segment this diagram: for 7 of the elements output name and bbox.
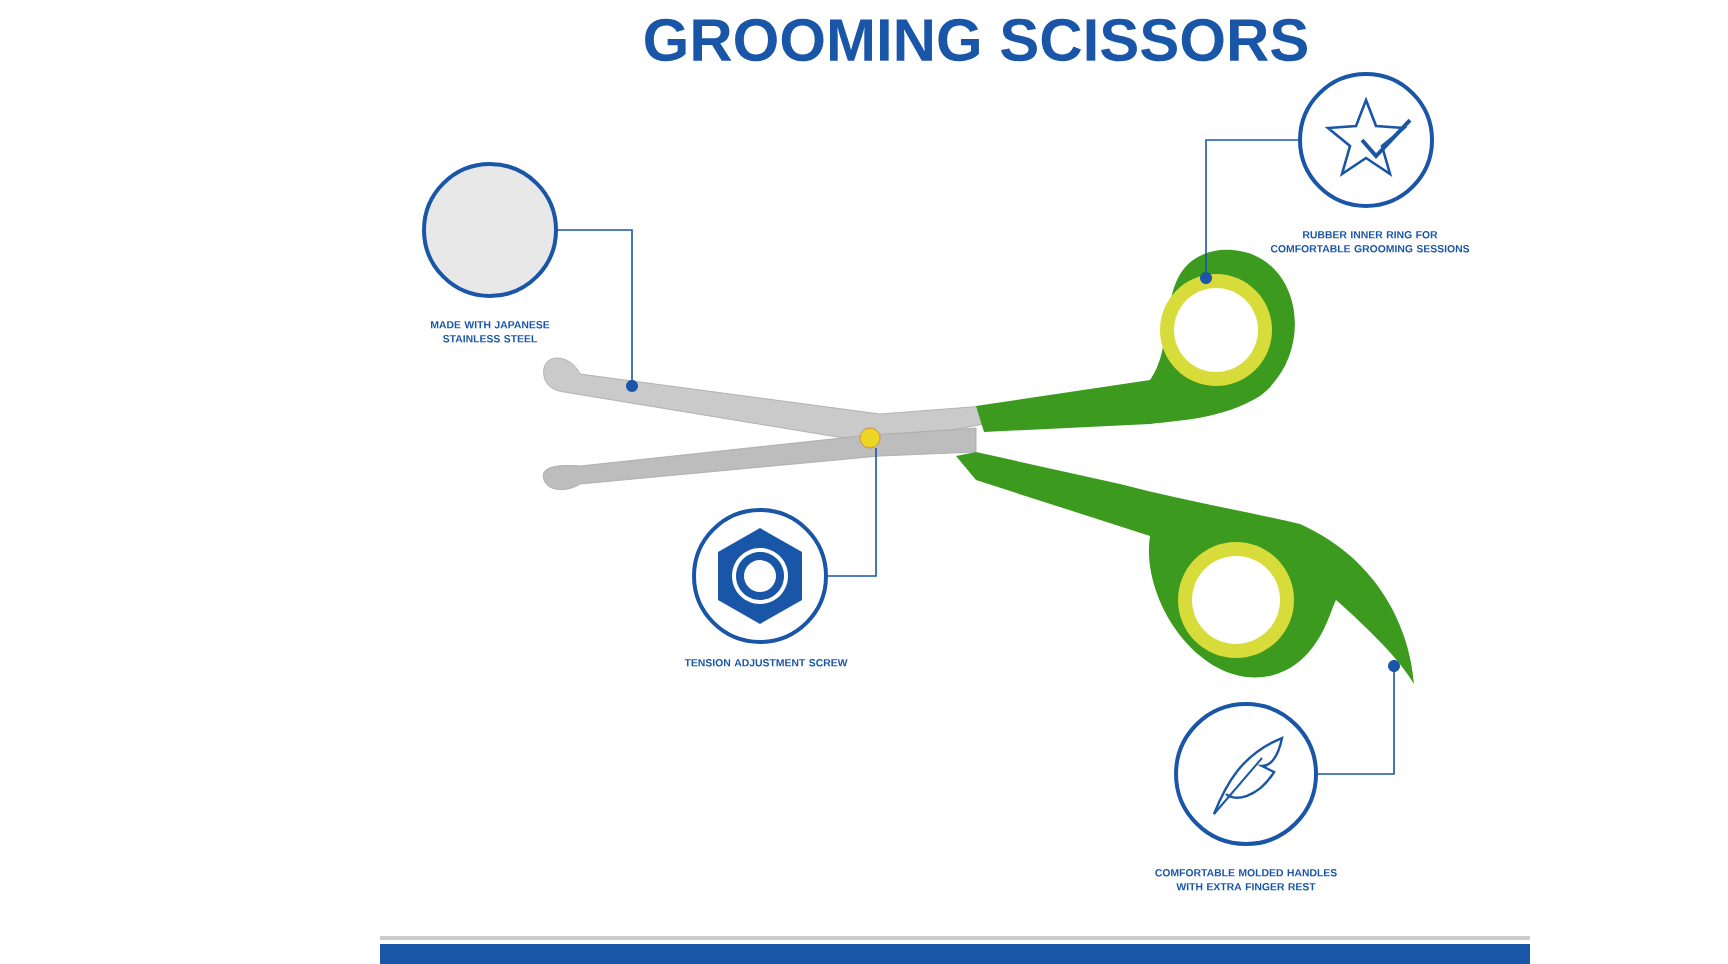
leader-line (1205, 139, 1299, 273)
rubber-ring (1160, 272, 1272, 386)
leader-line (557, 229, 633, 381)
leader-line (1317, 671, 1395, 775)
title: GROOMING SCISSORS (645, 18, 1307, 62)
leader-line (827, 447, 877, 577)
pivot-screw (859, 427, 881, 449)
